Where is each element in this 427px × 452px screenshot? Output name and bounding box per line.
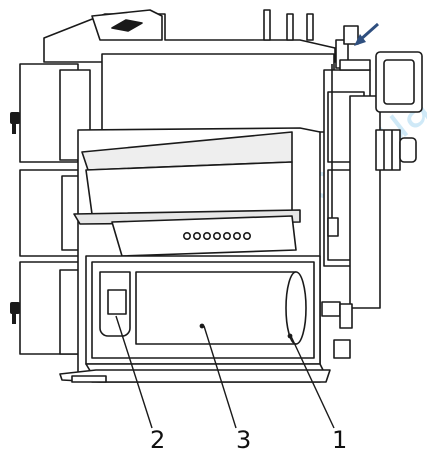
base-foot <box>71 375 107 383</box>
nozzle-hole <box>233 232 242 241</box>
pointer-arrow-shaft <box>359 22 379 42</box>
nozzle-hole <box>203 232 212 241</box>
callout-label-2: 2 <box>150 426 165 452</box>
pointer-arrow <box>354 22 379 46</box>
nozzle-hole <box>223 232 232 241</box>
lower-fitting-1 <box>321 301 341 317</box>
pointer-arrow-head <box>354 34 366 46</box>
fan-assembly <box>375 129 417 171</box>
handle-lower-stem <box>12 314 16 324</box>
fan-housing <box>375 129 401 171</box>
base-skid <box>59 369 331 383</box>
boiler-drawing <box>10 9 423 383</box>
outlet-valve <box>343 25 359 45</box>
top-pipe-2 <box>286 13 294 41</box>
nozzle-holes <box>183 232 252 241</box>
rod-clamp <box>327 217 339 237</box>
leader-2 <box>115 315 153 429</box>
callouts: 2 3 1 <box>150 426 347 452</box>
handle-lower <box>10 302 20 314</box>
nozzle-hole <box>183 232 192 241</box>
right-back-plate <box>349 95 381 309</box>
top-pipe-1 <box>263 9 271 41</box>
lower-fitting-3 <box>339 303 353 329</box>
fuel-chamber <box>85 161 293 217</box>
leader-1 <box>289 333 335 429</box>
nozzle-hole <box>243 232 252 241</box>
lower-fitting-2 <box>333 339 351 359</box>
nozzle-hole <box>193 232 202 241</box>
top-panel <box>101 53 335 133</box>
leader-3 <box>203 325 237 429</box>
callout-label-1: 1 <box>332 426 347 452</box>
fan-motor <box>399 137 417 163</box>
handle-upper-stem <box>12 124 16 134</box>
hood-logo <box>111 19 143 32</box>
callout-label-3: 3 <box>236 426 251 452</box>
combustion-space-dot <box>199 323 205 329</box>
refractory-block-inset <box>107 289 127 315</box>
controller-box-face <box>383 59 415 105</box>
callout-leaders <box>115 315 335 429</box>
top-pipe-3 <box>306 13 314 41</box>
door-handles <box>10 112 20 324</box>
combustion-space <box>135 271 297 345</box>
nozzle-hole <box>213 232 222 241</box>
combustion-space-end <box>285 271 307 345</box>
outlet-flange <box>339 59 371 71</box>
handle-upper <box>10 112 20 124</box>
